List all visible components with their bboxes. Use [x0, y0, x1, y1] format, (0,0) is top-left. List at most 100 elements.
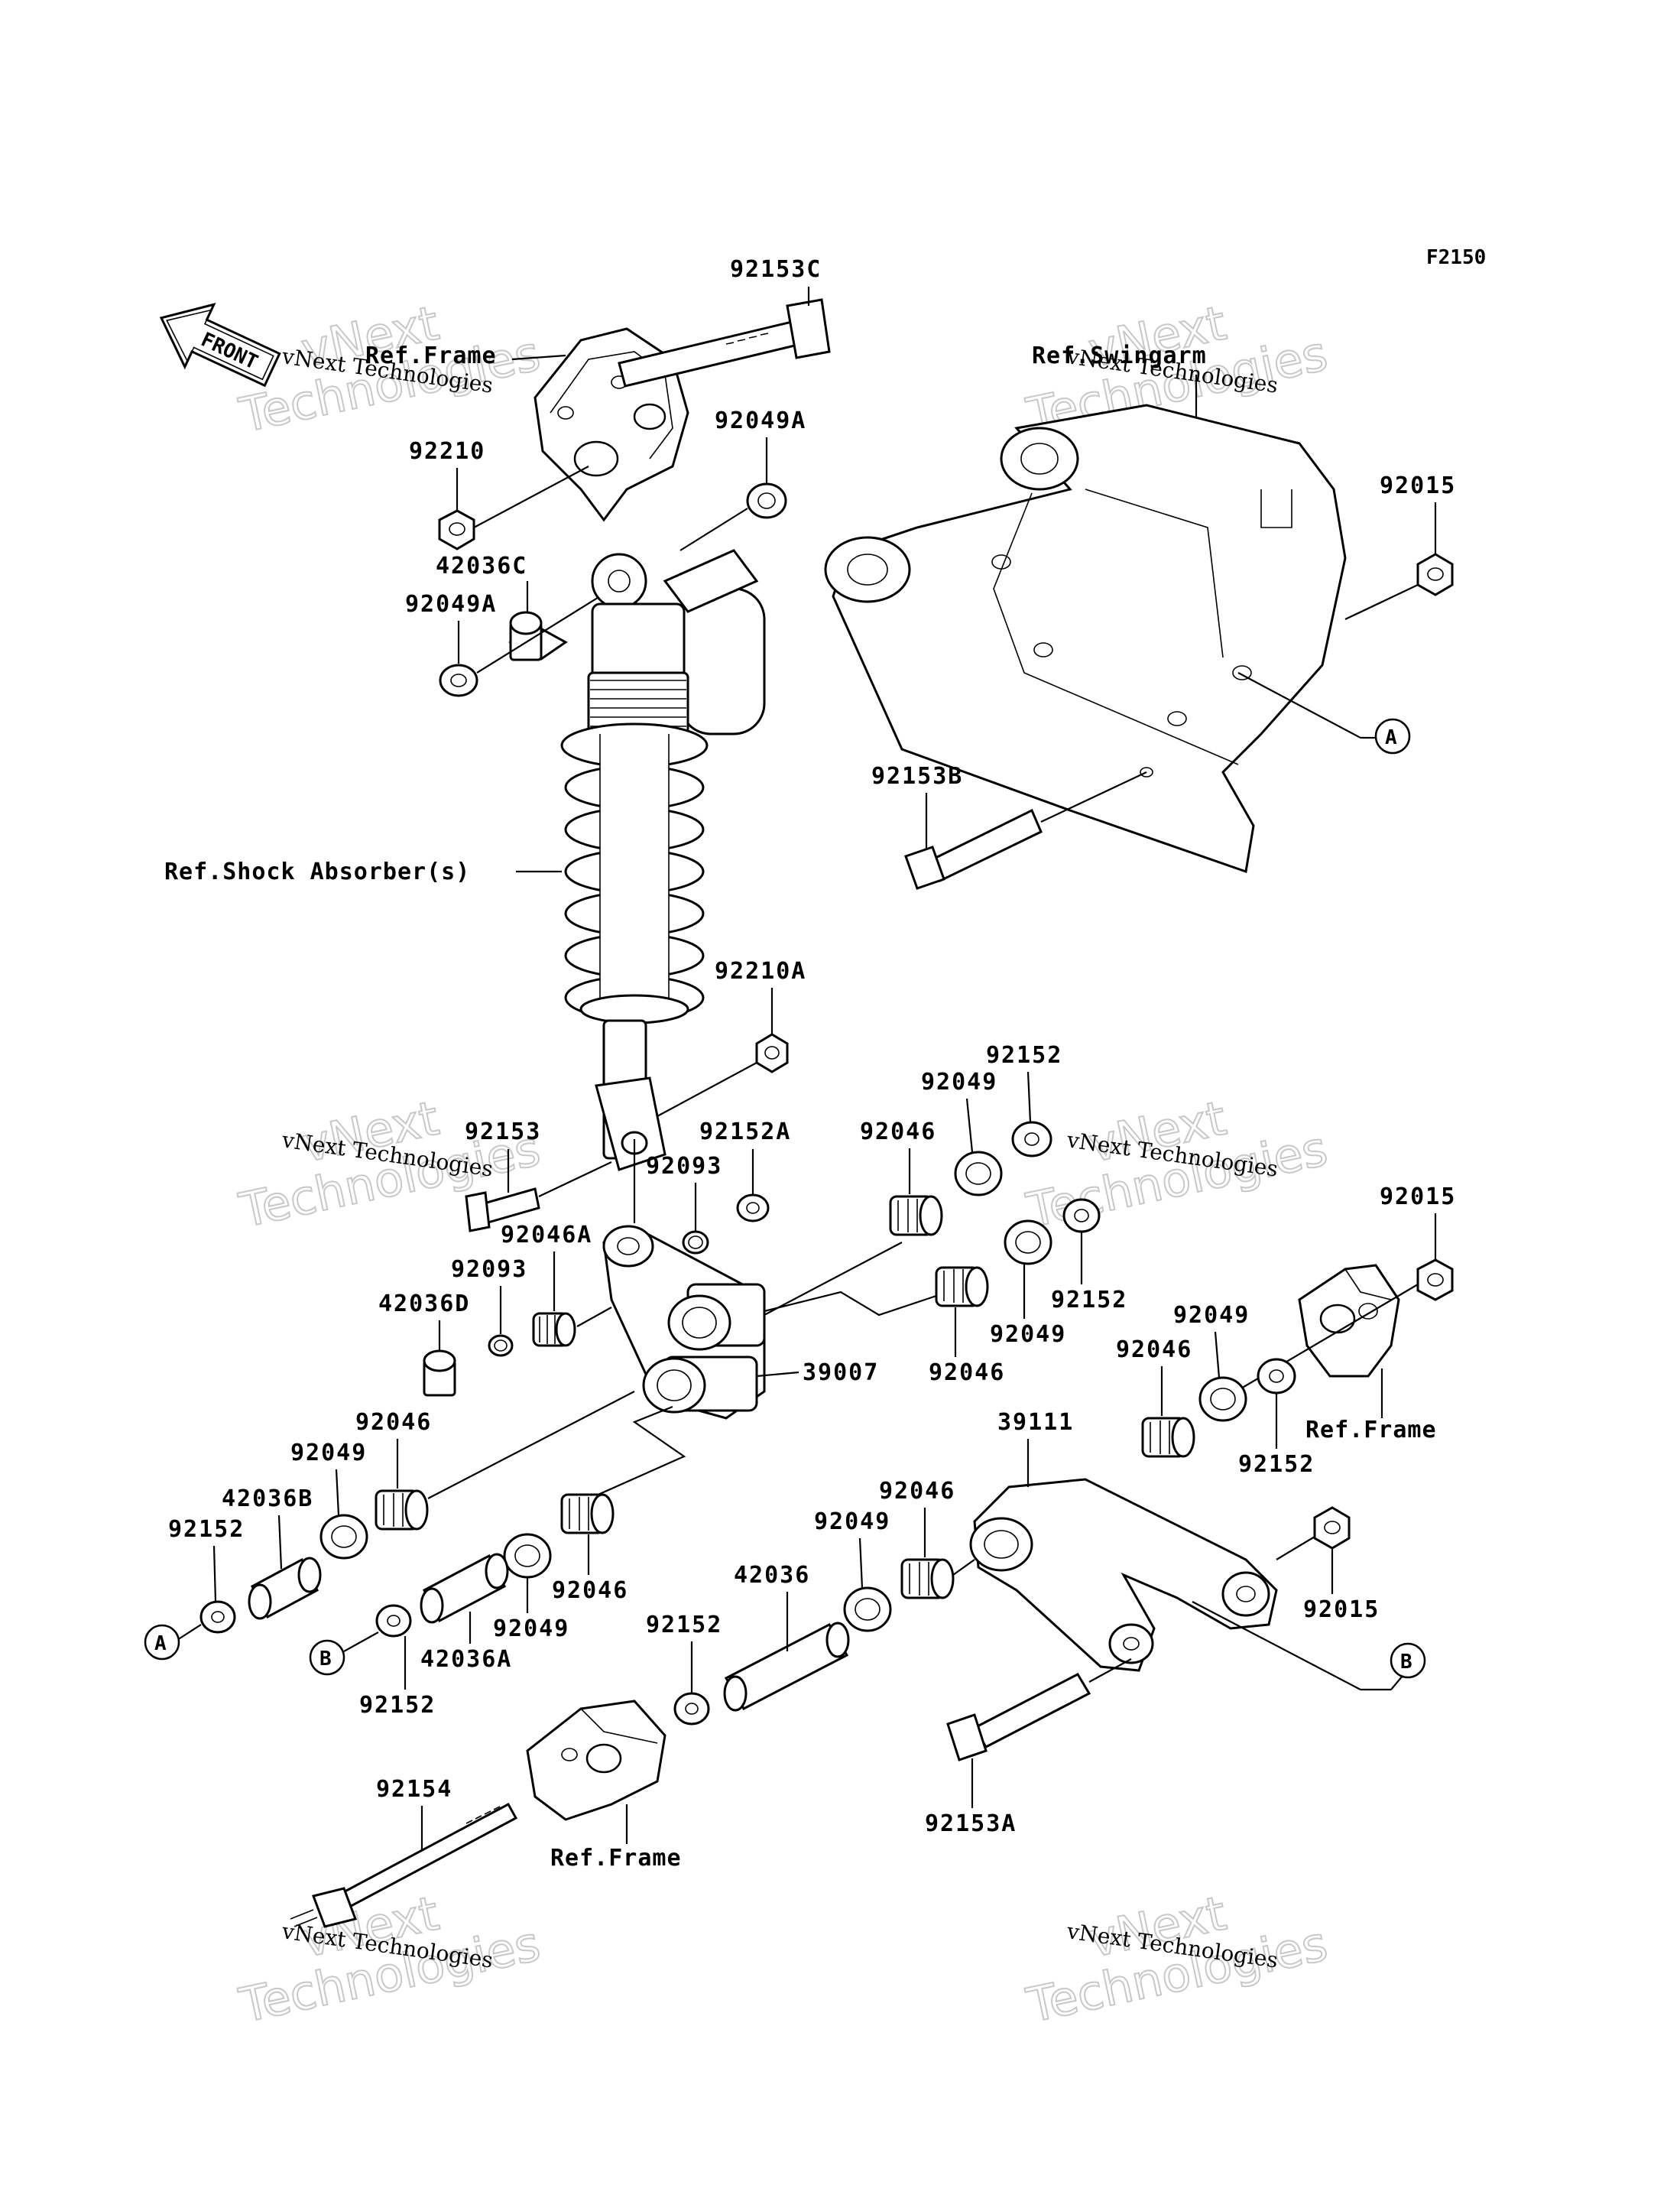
part-92046a: 92046A: [501, 1222, 592, 1248]
part-92049-top: 92049: [921, 1069, 997, 1096]
ref-frame-top: Ref.Frame: [365, 343, 497, 369]
washer-92152-right-icon: [1257, 1358, 1296, 1394]
part-92046-top: 92046: [860, 1118, 936, 1145]
ring-92093-lower-icon: [488, 1334, 514, 1357]
washer-92152a-icon: [736, 1193, 770, 1222]
callout-a-left: A: [144, 1624, 202, 1661]
part-92093-lower: 92093: [451, 1256, 527, 1283]
frame-bracket-right: [1298, 1264, 1400, 1378]
frame-bracket-bottom: [526, 1700, 666, 1821]
part-39111: 39111: [997, 1409, 1074, 1436]
part-92210: 92210: [409, 438, 485, 465]
nut-92210a-icon: [755, 1033, 789, 1073]
part-92046-mid: 92046: [929, 1359, 1005, 1386]
ref-frame-right: Ref.Frame: [1305, 1417, 1437, 1443]
part-92153: 92153: [465, 1118, 541, 1145]
washer-92049-right-icon: [1198, 1376, 1247, 1422]
collar-42036c-icon: [508, 611, 568, 661]
part-42036c: 42036C: [436, 553, 527, 580]
part-92152-right: 92152: [1238, 1451, 1315, 1478]
part-92210a: 92210A: [715, 958, 806, 985]
part-92153b: 92153B: [871, 763, 963, 790]
washer-92152-b-icon: [375, 1604, 412, 1638]
svg-text:B: B: [319, 1648, 332, 1670]
nut-92015-bottom-icon: [1313, 1506, 1351, 1550]
part-92152-left: 92152: [168, 1516, 245, 1543]
part-92153a: 92153A: [925, 1810, 1017, 1837]
part-92049-center: 92049: [493, 1615, 569, 1642]
ref-swingarm: Ref.Swingarm: [1032, 343, 1207, 369]
bearing-92046-link-icon: [900, 1558, 955, 1599]
callout-b-left: B: [309, 1631, 379, 1676]
part-92152-b: 92152: [359, 1692, 436, 1719]
bearing-92046-right-icon: [1141, 1417, 1195, 1458]
part-92049-link: 92049: [814, 1508, 890, 1535]
ref-shock-absorber: Ref.Shock Absorber(s): [164, 859, 470, 885]
bearing-92046a-icon: [532, 1312, 576, 1347]
washer-92152-mid-icon: [1062, 1198, 1101, 1233]
part-92049-mid: 92049: [990, 1321, 1066, 1348]
part-42036d: 42036D: [378, 1291, 470, 1317]
collar-42036d-icon: [423, 1349, 456, 1397]
shock-absorber-icon: [560, 549, 766, 1171]
part-92049a-top: 92049A: [715, 407, 806, 434]
washer-92049-center-icon: [503, 1533, 552, 1579]
part-42036: 42036: [734, 1562, 810, 1589]
bolt-92153c-icon: [618, 298, 831, 388]
bolt-92153b-icon: [904, 808, 1043, 890]
part-92049a-left: 92049A: [405, 591, 497, 618]
svg-text:A: A: [154, 1632, 167, 1655]
part-42036a: 42036A: [420, 1646, 512, 1673]
bearing-92046-top-icon: [889, 1195, 943, 1236]
part-92152-mid: 92152: [1051, 1287, 1127, 1313]
nut-92015-right-icon: [1416, 1258, 1454, 1301]
part-42036b: 42036B: [222, 1485, 313, 1512]
part-92046-right: 92046: [1116, 1336, 1192, 1363]
nut-92015-top-icon: [1416, 553, 1454, 596]
axle-92154-icon: [290, 1802, 518, 1928]
part-92046-center: 92046: [552, 1577, 628, 1604]
svg-text:A: A: [1385, 726, 1397, 749]
washer-92152-bottom-icon: [673, 1692, 710, 1726]
washer-92049-link-icon: [843, 1586, 892, 1632]
part-92046-left: 92046: [355, 1409, 432, 1436]
bearing-92046-mid-icon: [935, 1266, 989, 1307]
part-92046-link: 92046: [879, 1478, 955, 1505]
figure-code: F2150: [1426, 246, 1486, 269]
ring-92093-upper-icon: [682, 1230, 709, 1255]
part-92152-bottom: 92152: [646, 1612, 722, 1638]
collar-42036a-icon: [420, 1553, 509, 1624]
washer-92152-left-icon: [199, 1600, 236, 1634]
tie-rod-39111-icon: [969, 1478, 1278, 1672]
callout-b-right: B: [1192, 1601, 1426, 1691]
part-92015-top: 92015: [1380, 472, 1456, 499]
collar-42036-icon: [723, 1622, 850, 1712]
part-92093-upper: 92093: [646, 1153, 722, 1180]
bearing-92046-left-icon: [375, 1489, 429, 1531]
part-92152-top: 92152: [986, 1042, 1062, 1069]
part-92049-right: 92049: [1173, 1302, 1250, 1329]
watermark-bottom-right: vNext Technologies vNext Technologies: [1021, 1885, 1333, 2034]
collar-42036b-icon: [248, 1557, 322, 1620]
swingarm-icon: [824, 404, 1347, 874]
ref-frame-bottom: Ref.Frame: [550, 1845, 682, 1872]
part-92154: 92154: [376, 1776, 452, 1803]
part-92153c: 92153C: [730, 256, 822, 283]
washer-92049-left-icon: [319, 1514, 368, 1560]
washer-92049-top-icon: [954, 1151, 1003, 1196]
part-92015-right: 92015: [1380, 1183, 1456, 1210]
rocker-arm-39007-icon: [602, 1225, 766, 1420]
bolt-92153-icon: [465, 1187, 540, 1232]
washer-92049a-top-icon: [746, 482, 787, 519]
callout-a-swingarm: A: [1237, 672, 1411, 755]
washer-92152-top-icon: [1011, 1121, 1052, 1157]
part-92015-bottom: 92015: [1303, 1596, 1380, 1623]
part-92152a: 92152A: [699, 1118, 791, 1145]
part-39007: 39007: [803, 1359, 879, 1386]
front-arrow-icon: FRONT: [159, 303, 281, 388]
nut-92210-icon: [438, 509, 475, 550]
bolt-92153a-icon: [946, 1673, 1091, 1761]
svg-text:B: B: [1400, 1651, 1412, 1674]
washer-92049-mid-icon: [1004, 1219, 1052, 1265]
